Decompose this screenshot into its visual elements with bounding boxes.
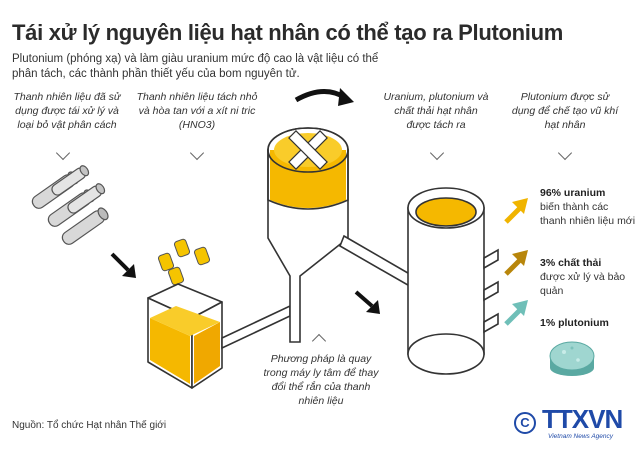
source-note: Nguồn: Tổ chức Hạt nhân Thế giới xyxy=(12,420,167,431)
output-plutonium-label: 1% plutonium xyxy=(540,317,609,329)
fuel-rods-icon xyxy=(31,165,109,245)
logo-subtitle: Vietnam News Agency xyxy=(548,433,614,440)
output-waste-desc: được xử lý và bảo quản xyxy=(540,271,626,297)
step-3-text: Uranium, plutonium và chất thải hạt nhân… xyxy=(383,91,489,131)
subtitle: Plutonium (phóng xạ) và làm giàu uranium… xyxy=(12,53,379,80)
dissolver-tank xyxy=(147,283,223,389)
separator-column xyxy=(407,187,499,375)
copyright-icon: C xyxy=(514,412,536,434)
step-2-text: Thanh nhiên liệu tách nhỏ và hòa tan với… xyxy=(136,91,258,131)
output-arrow-plutonium-icon xyxy=(504,300,528,326)
output-waste: 3% chất thải được xử lý và bảo quản xyxy=(540,256,636,298)
step-1-text: Thanh nhiên liệu đã sử dụng được tái xử … xyxy=(13,91,121,131)
pipe xyxy=(221,304,291,350)
output-waste-label: 3% chất thải xyxy=(540,257,602,269)
arrow-down-right-icon xyxy=(110,252,136,278)
output-arrow-waste-icon xyxy=(504,250,528,276)
output-uranium-label: 96% uranium xyxy=(540,187,606,199)
output-plutonium: 1% plutonium xyxy=(540,316,636,330)
arrow-down-right-icon xyxy=(354,290,380,314)
output-uranium: 96% uranium biến thành các thanh nhiên li… xyxy=(540,186,636,228)
output-arrow-uranium-icon xyxy=(504,198,528,224)
plutonium-disc-icon xyxy=(549,341,595,376)
centrifuge xyxy=(267,127,349,343)
rotor-icon xyxy=(288,130,328,170)
centrifuge-note: Phương pháp là quay trong máy ly tâm để … xyxy=(263,353,379,407)
step-4-text: Plutonium được sử dụng để chế tạo vũ khí… xyxy=(511,91,619,131)
output-uranium-desc: biến thành các thanh nhiên liệu mới xyxy=(540,201,636,227)
logo-name: TTXVN xyxy=(542,404,623,434)
page-title: Tái xử lý nguyên liệu hạt nhân có thể tạ… xyxy=(12,20,564,45)
rotation-arrow-icon xyxy=(294,88,354,106)
